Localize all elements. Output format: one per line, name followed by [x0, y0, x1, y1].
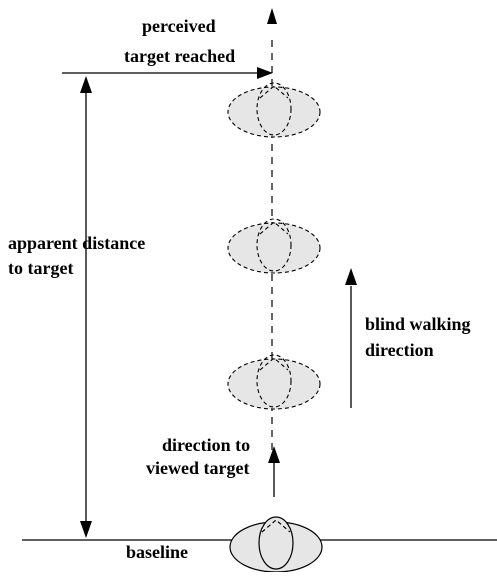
viewed-target-label-line1: direction to — [162, 435, 251, 455]
perceived-target-label-line1: perceived — [142, 16, 216, 36]
blind-walking-label-line1: blind walking — [365, 314, 471, 334]
perceived-target-label-line2: target reached — [124, 46, 236, 66]
head-figure-dashed — [227, 218, 321, 274]
viewed-target-label-line2: viewed target — [146, 458, 250, 478]
apparent-distance-label-line2: to target — [8, 258, 74, 278]
apparent-distance-arrowhead-bottom — [80, 521, 92, 538]
blind-walking-arrowhead — [345, 268, 357, 285]
apparent-distance-arrowhead-top — [80, 76, 92, 93]
apparent-distance-label-line1: apparent distance — [8, 233, 146, 253]
walking-path-arrowhead — [267, 8, 277, 24]
perceived-target-arrowhead — [257, 67, 273, 79]
viewed-target-arrowhead — [268, 446, 280, 463]
head-figure-solid — [229, 516, 323, 573]
blind-walking-label-line2: direction — [365, 340, 434, 360]
head-figure-dashed — [227, 354, 321, 410]
baseline-label: baseline — [126, 542, 189, 562]
head-figure-dashed — [227, 82, 321, 138]
